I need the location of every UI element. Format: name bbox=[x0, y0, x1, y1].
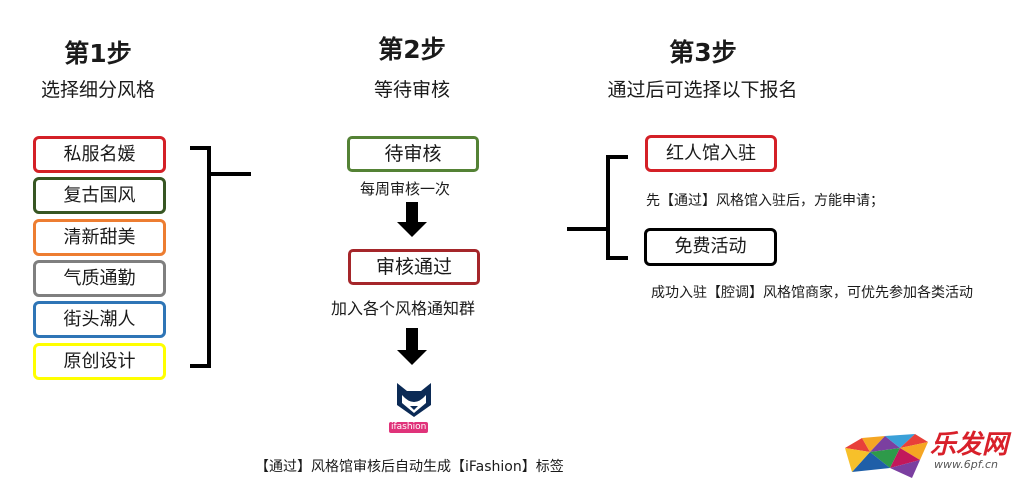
watermark-url: www.6pf.cn bbox=[934, 458, 998, 471]
pending-review-box: 待审核 bbox=[347, 136, 479, 172]
step3-bracket-bottom bbox=[606, 256, 628, 260]
style-option-box: 街头潮人 bbox=[33, 301, 166, 338]
step1-subtitle: 选择细分风格 bbox=[40, 79, 155, 101]
review-approved-note: 加入各个风格通知群 bbox=[331, 299, 476, 318]
step1-bracket-top bbox=[190, 146, 211, 150]
arrow-down-2-shaft bbox=[406, 328, 418, 350]
free-activity-note: 成功入驻【腔调】风格馆商家，可优先参加各类活动 bbox=[651, 285, 973, 301]
influencer-hall-note: 先【通过】风格馆入驻后，方能申请； bbox=[646, 193, 884, 209]
ifashion-logo-text: ifashion bbox=[389, 422, 429, 433]
free-activity-box: 免费活动 bbox=[644, 228, 777, 266]
step2-subtitle: 等待审核 bbox=[373, 79, 450, 101]
style-option-box: 复古国风 bbox=[33, 177, 166, 214]
step3-title: 第3步 bbox=[669, 38, 737, 67]
pending-review-note: 每周审核一次 bbox=[360, 180, 451, 198]
style-option-box: 气质通勤 bbox=[33, 260, 166, 297]
step3-subtitle: 通过后可选择以下报名 bbox=[607, 79, 798, 101]
step3-bracket-stem bbox=[567, 227, 607, 231]
influencer-hall-box: 红人馆入驻 bbox=[645, 135, 777, 172]
arrow-down-1-shaft bbox=[406, 202, 418, 222]
style-option-box: 私服名媛 bbox=[33, 136, 166, 173]
style-option-box: 原创设计 bbox=[33, 343, 166, 380]
ifashion-tag-note: 【通过】风格馆审核后自动生成【iFashion】标签 bbox=[255, 459, 564, 475]
step1-title: 第1步 bbox=[64, 39, 132, 68]
fox-icon bbox=[397, 383, 431, 417]
step1-bracket-bottom bbox=[190, 364, 211, 368]
step1-bracket-vertical bbox=[207, 146, 211, 368]
step2-title: 第2步 bbox=[378, 35, 446, 64]
arrow-down-2-icon bbox=[397, 350, 427, 365]
arrow-down-1-icon bbox=[397, 222, 427, 237]
review-approved-box: 审核通过 bbox=[348, 249, 480, 285]
watermark-text: 乐发网 bbox=[930, 430, 1009, 460]
step3-bracket-vertical bbox=[606, 155, 610, 260]
colorful-bull-logo-icon bbox=[845, 434, 928, 478]
step3-bracket-top bbox=[606, 155, 628, 159]
step1-bracket-stem bbox=[211, 172, 251, 176]
style-option-box: 清新甜美 bbox=[33, 219, 166, 256]
